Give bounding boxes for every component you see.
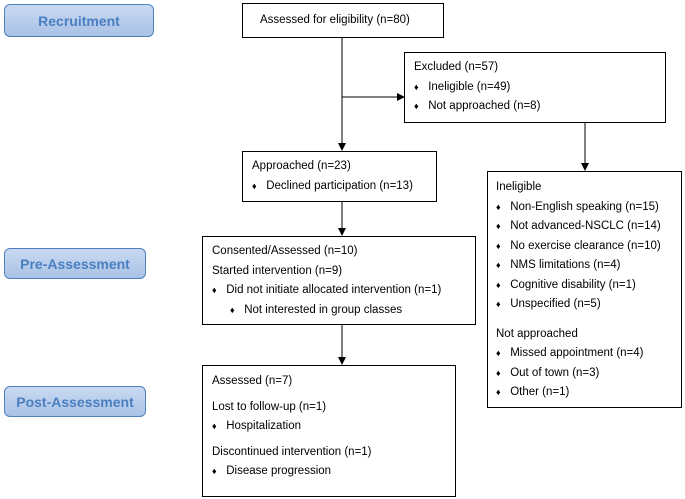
consented-subitem: ♦ Not interested in group classes: [230, 303, 403, 316]
ineligible-item: ♦ NMS limitations (n=4): [496, 259, 621, 271]
not-approached-item: ♦ Out of town (n=3): [496, 366, 600, 379]
eligibility-box: Assessed for eligibility (n=80): [242, 3, 444, 38]
not-approached-item: ♦ Other (n=1): [496, 386, 570, 398]
excluded-item: ♦ Ineligible (n=49): [414, 80, 511, 93]
ineligible-box: Ineligible ♦ Non-English speaking (n=15)…: [487, 171, 682, 408]
excluded-box: Excluded (n=57) ♦ Ineligible (n=49) ♦ No…: [404, 52, 666, 123]
lost-to-follow-up-title: Lost to follow-up (n=1): [212, 400, 327, 413]
approached-title: Approached (n=23): [252, 160, 351, 172]
started-intervention: Started intervention (n=9): [212, 264, 343, 277]
consented-box: Consented/Assessed (n=10) Started interv…: [202, 236, 476, 325]
eligibility-title: Assessed for eligibility (n=80): [260, 14, 410, 26]
consented-item: ♦ Did not initiate allocated interventio…: [212, 284, 442, 296]
ineligible-item: ♦ Cognitive disability (n=1): [496, 278, 636, 291]
approached-box: Approached (n=23) ♦ Declined participati…: [242, 151, 437, 202]
ineligible-item: ♦ Not advanced-NSCLC (n=14): [496, 220, 661, 232]
ineligible-item: ♦ Non-English speaking (n=15): [496, 200, 659, 213]
assessed-title: Assessed (n=7): [212, 375, 293, 387]
discontinued-item: ♦ Disease progression: [212, 465, 332, 477]
phase-label-post-assessment: Post-Assessment: [4, 386, 146, 417]
phase-label-recruitment: Recruitment: [4, 4, 154, 37]
excluded-item: ♦ Not approached (n=8): [414, 100, 541, 112]
not-approached-item: ♦ Missed appointment (n=4): [496, 347, 644, 359]
discontinued-title: Discontinued intervention (n=1): [212, 445, 372, 458]
ineligible-title: Ineligible: [496, 181, 542, 193]
ineligible-item: ♦ Unspecified (n=5): [496, 298, 601, 310]
ineligible-item: ♦ No exercise clearance (n=10): [496, 239, 661, 252]
assessed-box: Assessed (n=7) Lost to follow-up (n=1) ♦…: [202, 365, 456, 497]
lost-to-follow-up-item: ♦ Hospitalization: [212, 420, 301, 432]
not-approached-title: Not approached: [496, 327, 578, 340]
excluded-title: Excluded (n=57): [414, 61, 499, 73]
consented-title: Consented/Assessed (n=10): [212, 245, 358, 257]
phase-label-pre-assessment: Pre-Assessment: [4, 248, 146, 279]
approached-item: ♦ Declined participation (n=13): [252, 179, 413, 192]
